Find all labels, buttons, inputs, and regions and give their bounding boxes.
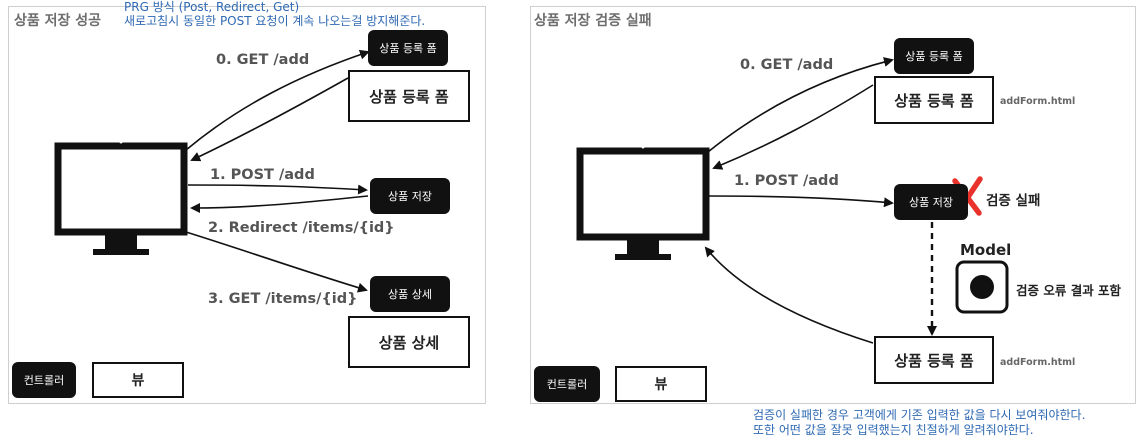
right-view-form: 상품 등록 폼	[874, 76, 994, 124]
right-view-form-2: 상품 등록 폼	[874, 336, 994, 384]
right-arrow-form-return	[712, 84, 874, 170]
right-file-label-2: addForm.html	[1000, 357, 1076, 368]
left-controller-detail: 상품 상세	[370, 276, 450, 312]
left-controller-form: 상품 등록 폼	[368, 30, 448, 66]
right-note-line2: 또한 어떤 값을 잘못 입력했는지 친절하게 알려줘야한다.	[753, 423, 1034, 437]
left-arrow-redirect	[190, 195, 369, 213]
model-title: Model	[960, 241, 1012, 259]
left-step2-label: 2. Redirect /items/{id}	[208, 220, 395, 236]
right-controller-save: 상품 저장	[894, 184, 968, 220]
left-controller-save: 상품 저장	[370, 178, 450, 214]
model-description: 검증 오류 결과 포함	[1016, 283, 1122, 298]
left-step3-label: 3. GET /items/{id}	[208, 291, 358, 307]
left-step1-label: 1. POST /add	[210, 167, 315, 183]
right-monitor-icon	[576, 145, 710, 260]
right-step0-label: 0. GET /add	[740, 57, 834, 73]
right-step1-label: 1. POST /add	[734, 173, 839, 189]
right-file-label-1: addForm.html	[1000, 96, 1076, 107]
right-note-line1: 검증이 실패한 경우 고객에게 기존 입력한 값을 다시 보여줘야한다.	[753, 408, 1086, 422]
left-view-form: 상품 등록 폼	[348, 70, 470, 122]
left-note-line1: PRG 방식 (Post, Redirect, Get)	[124, 0, 300, 14]
right-legend-view: 뷰	[615, 366, 707, 402]
left-panel-title: 상품 저장 성공	[14, 13, 102, 29]
left-view-detail: 상품 상세	[348, 316, 470, 368]
right-legend-controller: 컨트롤러	[534, 366, 600, 402]
fail-label: 검증 실패	[986, 193, 1041, 209]
left-arrow-form-return	[190, 77, 349, 162]
left-step0-label: 0. GET /add	[216, 52, 310, 68]
left-arrow-post-add	[187, 184, 368, 195]
right-panel-title: 상품 저장 검증 실패	[534, 13, 652, 29]
left-note-line2: 새로고침시 동일한 POST 요청이 계속 나오는걸 방지해준다.	[124, 14, 426, 28]
right-arrow-post-add	[707, 195, 894, 208]
right-arrow-get-add	[707, 57, 894, 153]
right-arrow-view-return	[704, 246, 874, 344]
left-monitor-icon	[54, 140, 188, 255]
left-arrow-get-add	[185, 49, 370, 151]
left-arrow-get-items	[185, 231, 368, 293]
model-icon	[955, 260, 1009, 314]
left-legend-controller: 컨트롤러	[12, 362, 76, 398]
left-legend-view: 뷰	[92, 362, 184, 398]
right-controller-form: 상품 등록 폼	[894, 38, 974, 74]
